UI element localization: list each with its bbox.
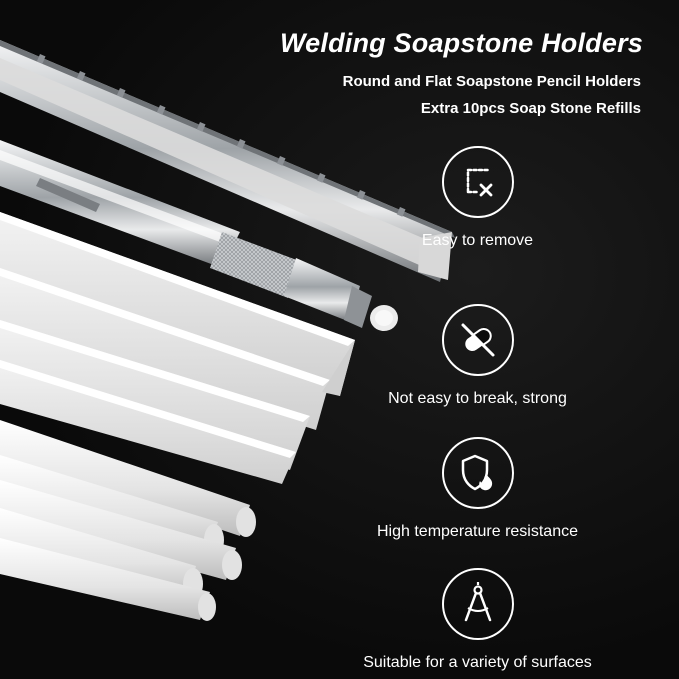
feature-easy-remove: Easy to remove [300, 146, 655, 250]
subtitle-refills: Extra 10pcs Soap Stone Refills [420, 100, 641, 117]
page-title: Welding Soapstone Holders [279, 28, 643, 58]
round-soapstone-refills [0, 420, 256, 621]
remove-box-icon [441, 146, 514, 218]
feature-label: High temperature resistance [377, 523, 578, 540]
round-soapstone-holder [0, 140, 398, 331]
feature-heat-resistance: High temperature resistance [300, 437, 655, 541]
feature-label: Easy to remove [421, 232, 534, 249]
no-break-capsule-icon [441, 304, 514, 376]
feature-surfaces: Suitable for a variety of surfaces [300, 568, 655, 672]
feature-strong: Not easy to break, strong [300, 304, 655, 408]
subtitle-holders: Round and Flat Soapstone Pencil Holders [342, 73, 641, 90]
flat-soapstone-refills [0, 212, 355, 484]
flat-soapstone-holder [0, 40, 455, 282]
compass-icon [441, 568, 514, 640]
feature-label: Not easy to break, strong [388, 390, 567, 407]
feature-label: Suitable for a variety of surfaces [363, 654, 592, 671]
shield-flame-icon [441, 437, 514, 509]
